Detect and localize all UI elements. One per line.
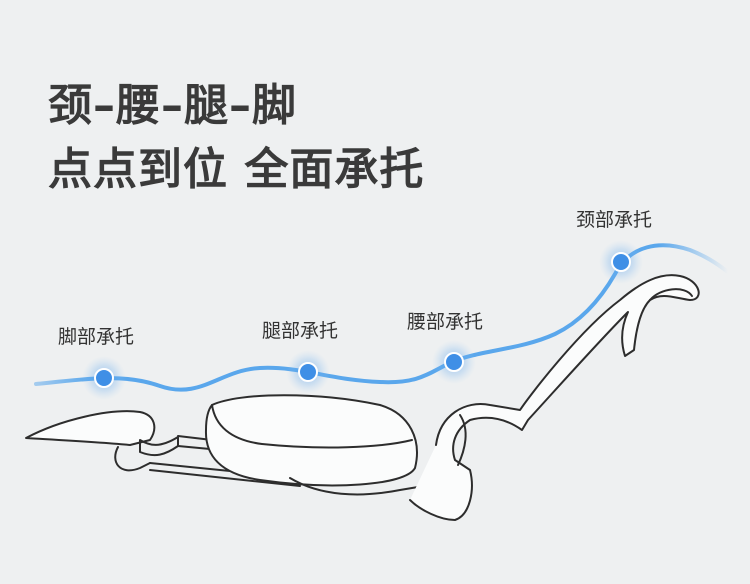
label-waist-support: 腰部承托 (407, 311, 484, 333)
label-neck-support: 颈部承托 (576, 209, 653, 231)
support-dot-leg (286, 350, 330, 394)
chair-outline (25, 274, 700, 521)
label-leg-support: 腿部承托 (262, 320, 339, 342)
footrest-hinge (114, 446, 151, 472)
label-foot-support: 脚部承托 (58, 326, 135, 348)
headrest-curve (649, 288, 693, 301)
support-dot-neck (599, 240, 643, 284)
headline-line-2: 点点到位 全面承托 (48, 144, 425, 195)
headline: 颈–腰–腿–脚 点点到位 全面承托 (48, 74, 424, 202)
support-dot-waist (432, 340, 476, 384)
footrest-pad (25, 410, 156, 446)
seat-cushion (204, 394, 418, 487)
seat-base (289, 477, 461, 496)
support-dot-foot (82, 356, 126, 400)
backrest-support (457, 414, 467, 466)
backrest-frame (409, 274, 700, 521)
headline-line-1: 颈–腰–腿–脚 (48, 80, 297, 131)
seat-edge (211, 404, 413, 449)
